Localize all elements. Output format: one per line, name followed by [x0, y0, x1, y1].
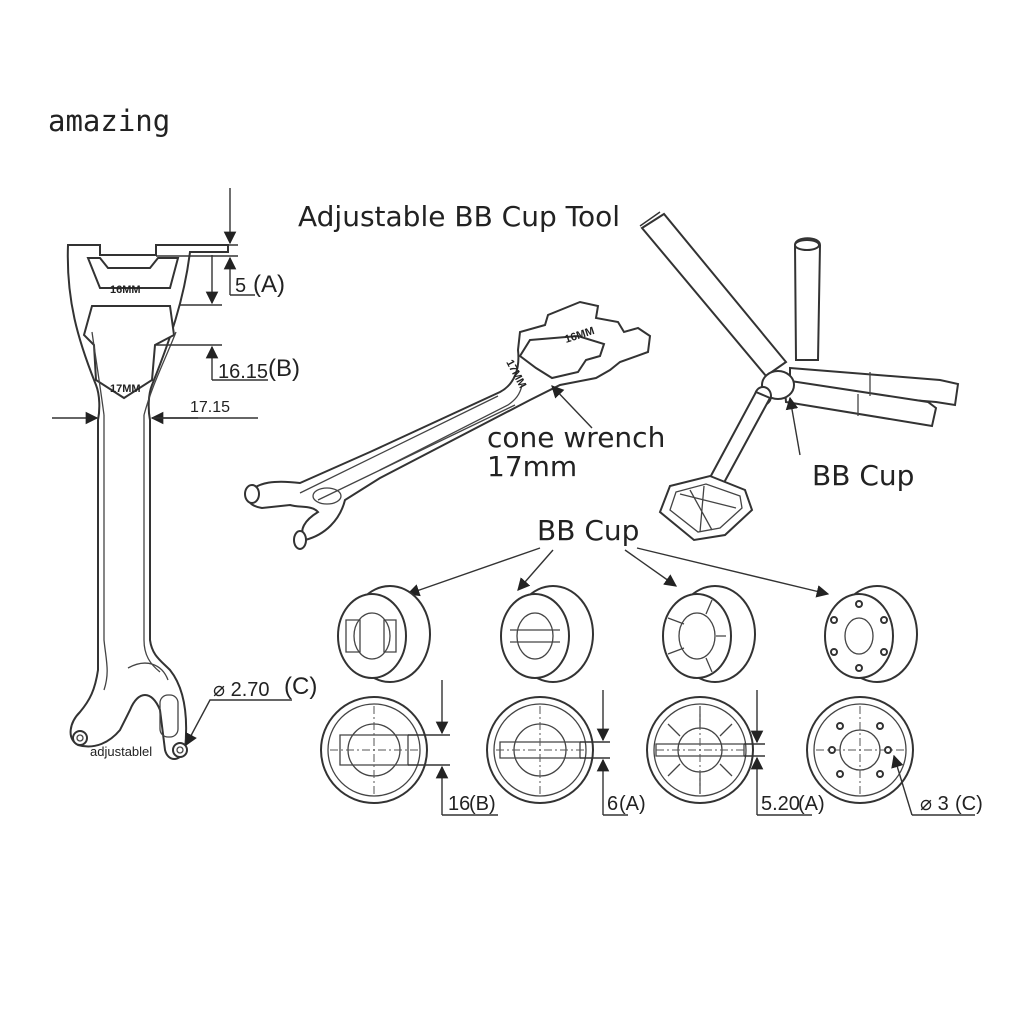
bb-cup-right-label: BB Cup [812, 459, 914, 492]
dimension-a-value: 5 [235, 275, 246, 297]
wrench-pin-end-marking: adjustablel [90, 744, 152, 759]
dimension-a-tag: (A) [253, 271, 285, 298]
cone-wrench-flat-drawing: 16MM 17MM adjustablel 5 (A) 16.15 (B) 17… [52, 188, 317, 760]
brand-watermark: amazing [48, 104, 170, 138]
bb-cup-front-1: 16 (B) [320, 680, 498, 816]
cup-dim-1-tag: (B) [469, 793, 496, 815]
dimension-c-tag: (C) [284, 673, 317, 700]
cup-dim-2-tag: (A) [619, 793, 646, 815]
dimension-b-tag: (B) [268, 355, 300, 382]
cup-dim-2-value: 6 [607, 793, 618, 815]
bb-cup-tool-label: Adjustable BB Cup Tool [298, 200, 620, 233]
cup-dim-3-tag: (A) [798, 793, 825, 815]
cup-dim-1-value: 16 [448, 793, 470, 815]
bb-cup-iso-3 [662, 585, 756, 683]
dimension-width-value: 17.15 [190, 399, 230, 416]
cup-dim-4-value: ⌀ 3 [920, 793, 949, 815]
cup-dim-3-value: 5.20 [761, 793, 800, 815]
cone-wrench-label-line1: cone wrench [487, 421, 665, 454]
cone-wrench-isometric: 16MM 17MM cone wrench 17mm [244, 300, 665, 550]
bb-cup-front-2: 6 (A) [486, 690, 646, 816]
dimension-b-value: 16.15 [218, 361, 268, 383]
bb-cup-front-4: ⌀ 3 (C) [806, 696, 983, 816]
bb-cup-iso-4 [824, 585, 918, 683]
bb-cup-iso-2 [500, 585, 594, 683]
bb-cup-tool-drawing: Adjustable BB Cup Tool BB Cup [298, 200, 960, 542]
bb-cup-front-3: 5.20 (A) [646, 690, 825, 816]
wrench-lower-jaw-marking: 17MM [110, 383, 141, 395]
bb-cup-center-label: BB Cup [537, 514, 639, 547]
cone-wrench-label-line2: 17mm [487, 450, 577, 483]
bb-cup-callout: BB Cup [406, 514, 830, 598]
cup-dim-4-tag: (C) [955, 793, 983, 815]
bb-cup-iso-1 [337, 585, 431, 683]
wrench-upper-jaw-marking: 16MM [110, 284, 141, 296]
dimension-c-value: ⌀ 2.70 [213, 679, 270, 701]
